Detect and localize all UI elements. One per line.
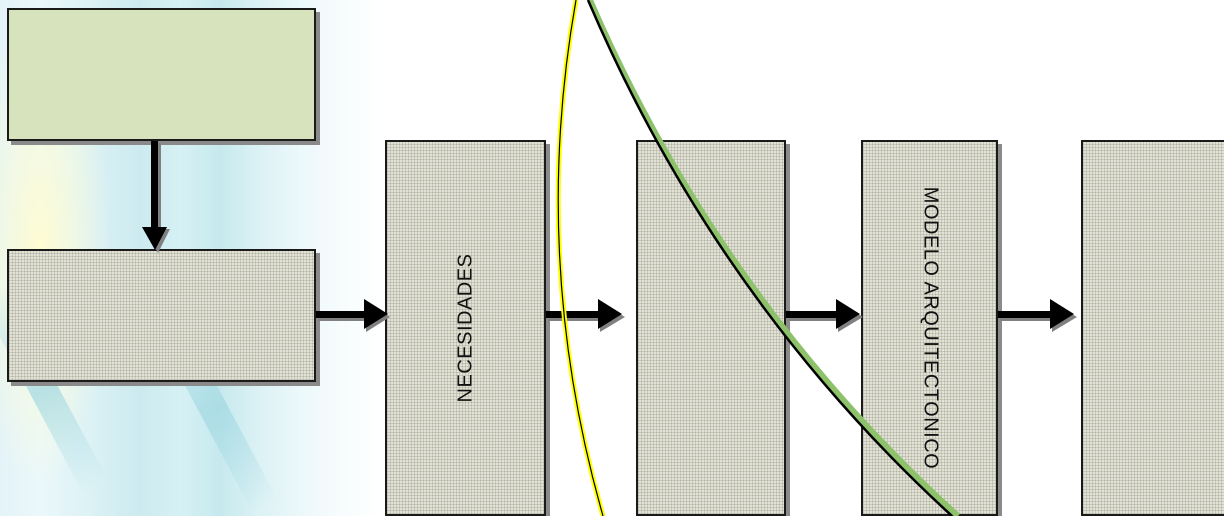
modelo-arquitectonico-label: MODELO ARQUITECTONICO	[919, 186, 941, 470]
yellow-curve-outline	[557, 0, 604, 516]
box-modelo-arquitectonico: MODELO ARQUITECTONICO	[861, 140, 998, 516]
necesidades-label: NECESIDADES	[454, 253, 476, 403]
arrow-right-2	[546, 299, 625, 332]
yellow-curve	[555, 0, 606, 516]
arrow-right-4	[998, 299, 1077, 332]
arrow-right-3	[786, 299, 863, 332]
box-top-left	[7, 8, 316, 141]
box-third	[636, 140, 786, 516]
box-middle-left	[7, 249, 316, 382]
box-fifth	[1081, 140, 1224, 516]
box-necesidades: NECESIDADES	[385, 140, 546, 516]
